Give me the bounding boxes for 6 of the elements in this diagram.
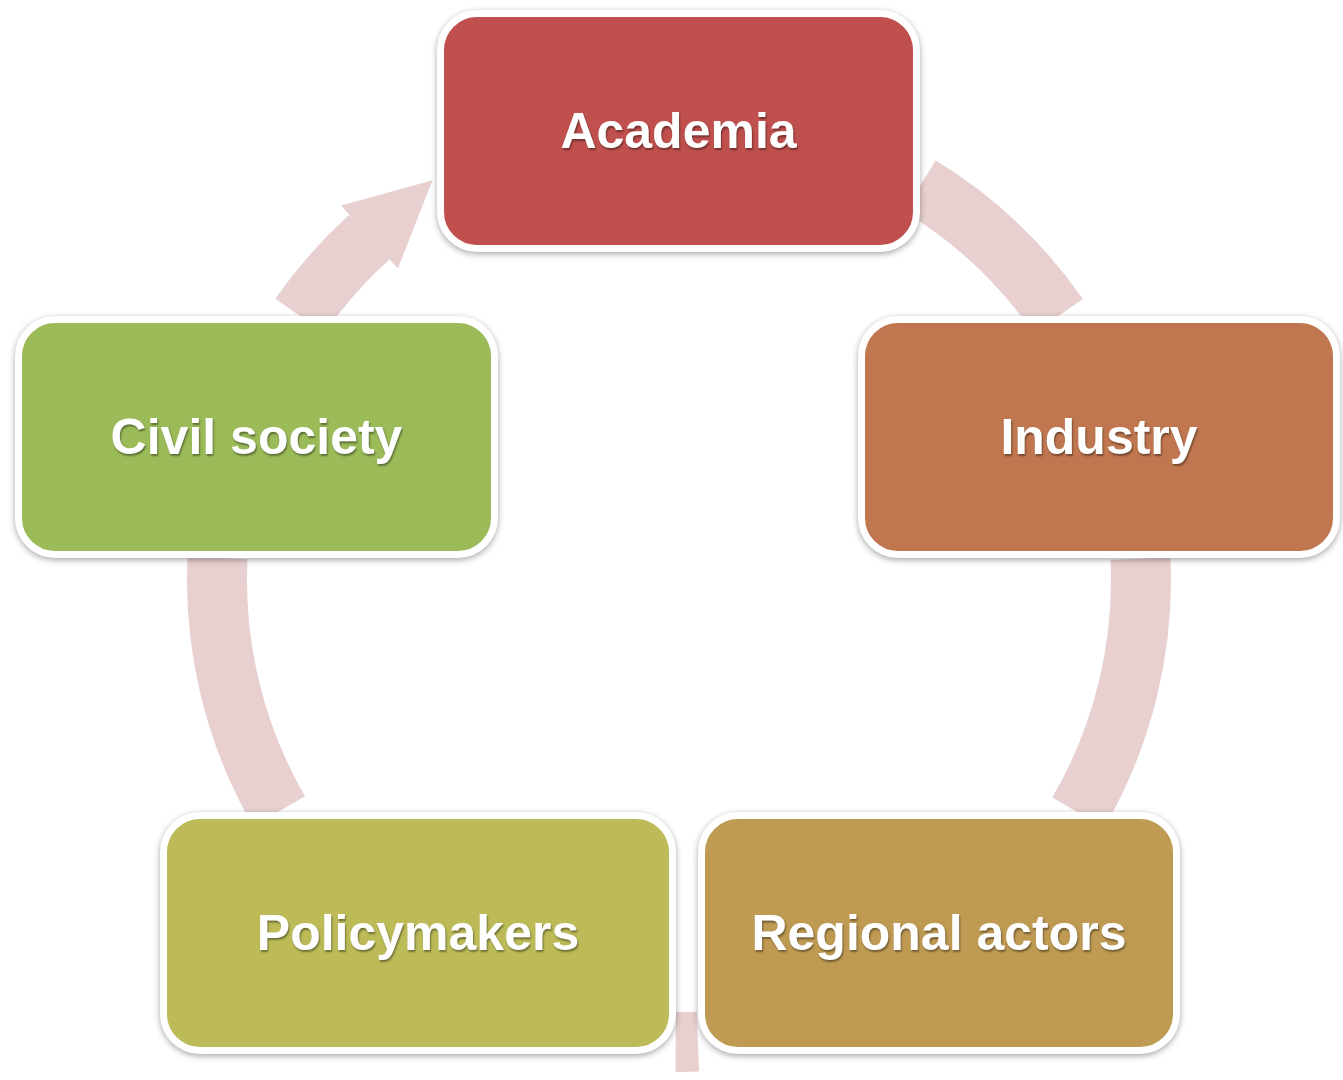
box-label: Academia bbox=[560, 101, 797, 161]
box-label: Policymakers bbox=[256, 903, 580, 963]
box-label: Civil society bbox=[110, 407, 403, 467]
box-label: Industry bbox=[1000, 407, 1198, 467]
cycle-arc bbox=[675, 1011, 699, 1072]
box-label: Regional actors bbox=[751, 903, 1127, 963]
